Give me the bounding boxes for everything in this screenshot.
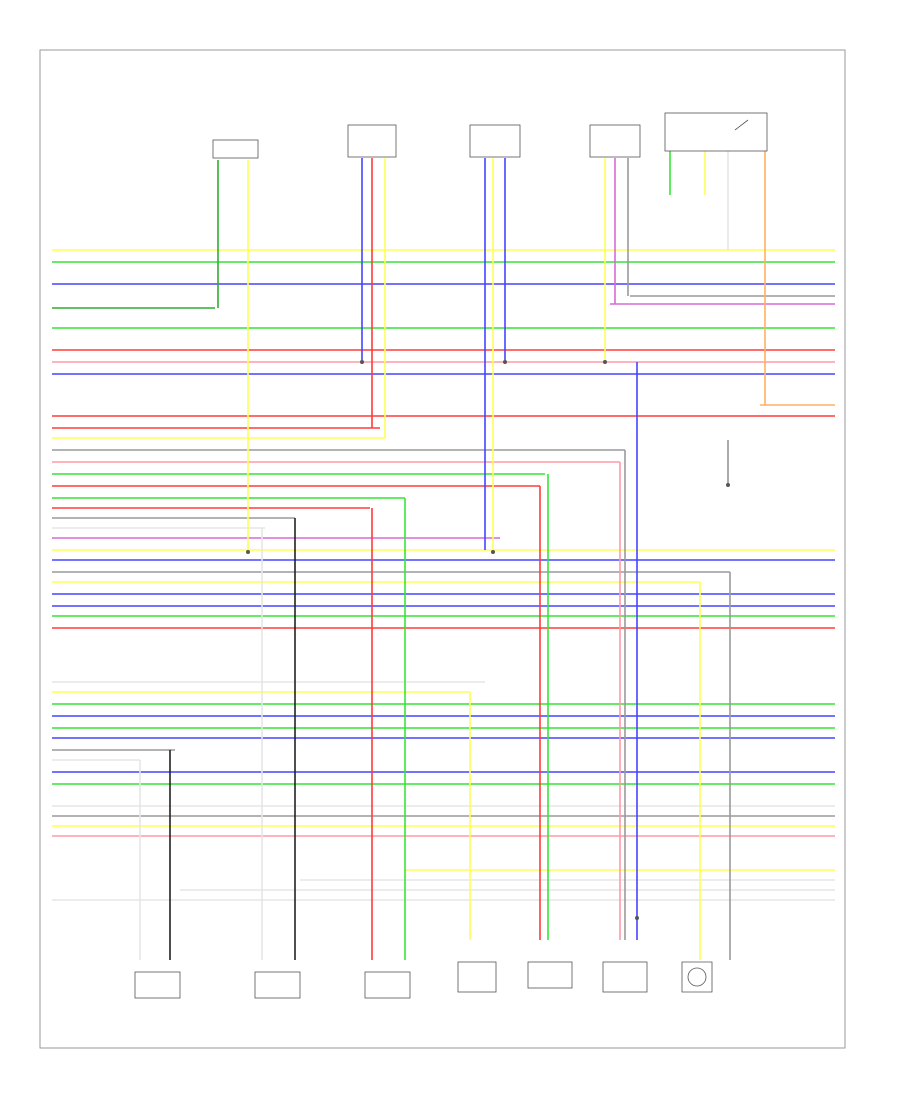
bottom-component-6 (602, 961, 648, 993)
diagram-frame (39, 49, 846, 1049)
vertical-wire-bundle (139, 150, 766, 960)
connector-icon (457, 961, 497, 993)
splice-icon (603, 360, 607, 364)
connector-icon (212, 139, 259, 159)
connector-icon (527, 961, 573, 989)
connector-icon (469, 124, 521, 158)
sensor-icon (681, 961, 713, 993)
top-component-4 (589, 124, 641, 158)
sensor-icon (134, 971, 181, 999)
connector-icon (602, 961, 648, 993)
ground-icon (726, 440, 730, 487)
splice-icon (360, 360, 364, 364)
top-component-3 (469, 124, 521, 158)
connector-icon (347, 124, 397, 158)
splice-points (246, 360, 639, 920)
bottom-component-4 (457, 961, 497, 993)
top-component-2 (347, 124, 397, 158)
splice-icon (503, 360, 507, 364)
splice-icon (246, 550, 250, 554)
connector-icon (589, 124, 641, 158)
switch-icon (734, 119, 749, 131)
top-component-5 (664, 112, 768, 152)
bottom-component-1 (134, 971, 181, 999)
connector-icon (664, 112, 768, 152)
bottom-component-3 (364, 971, 411, 999)
splice-icon (635, 916, 639, 920)
sensor-icon (254, 971, 301, 999)
sensor-icon (364, 971, 411, 999)
bottom-component-7 (681, 961, 713, 993)
top-component-1 (212, 139, 259, 159)
bottom-component-2 (254, 971, 301, 999)
splice-icon (491, 550, 495, 554)
bottom-component-5 (527, 961, 573, 989)
horizontal-wire-bundle (52, 249, 835, 901)
